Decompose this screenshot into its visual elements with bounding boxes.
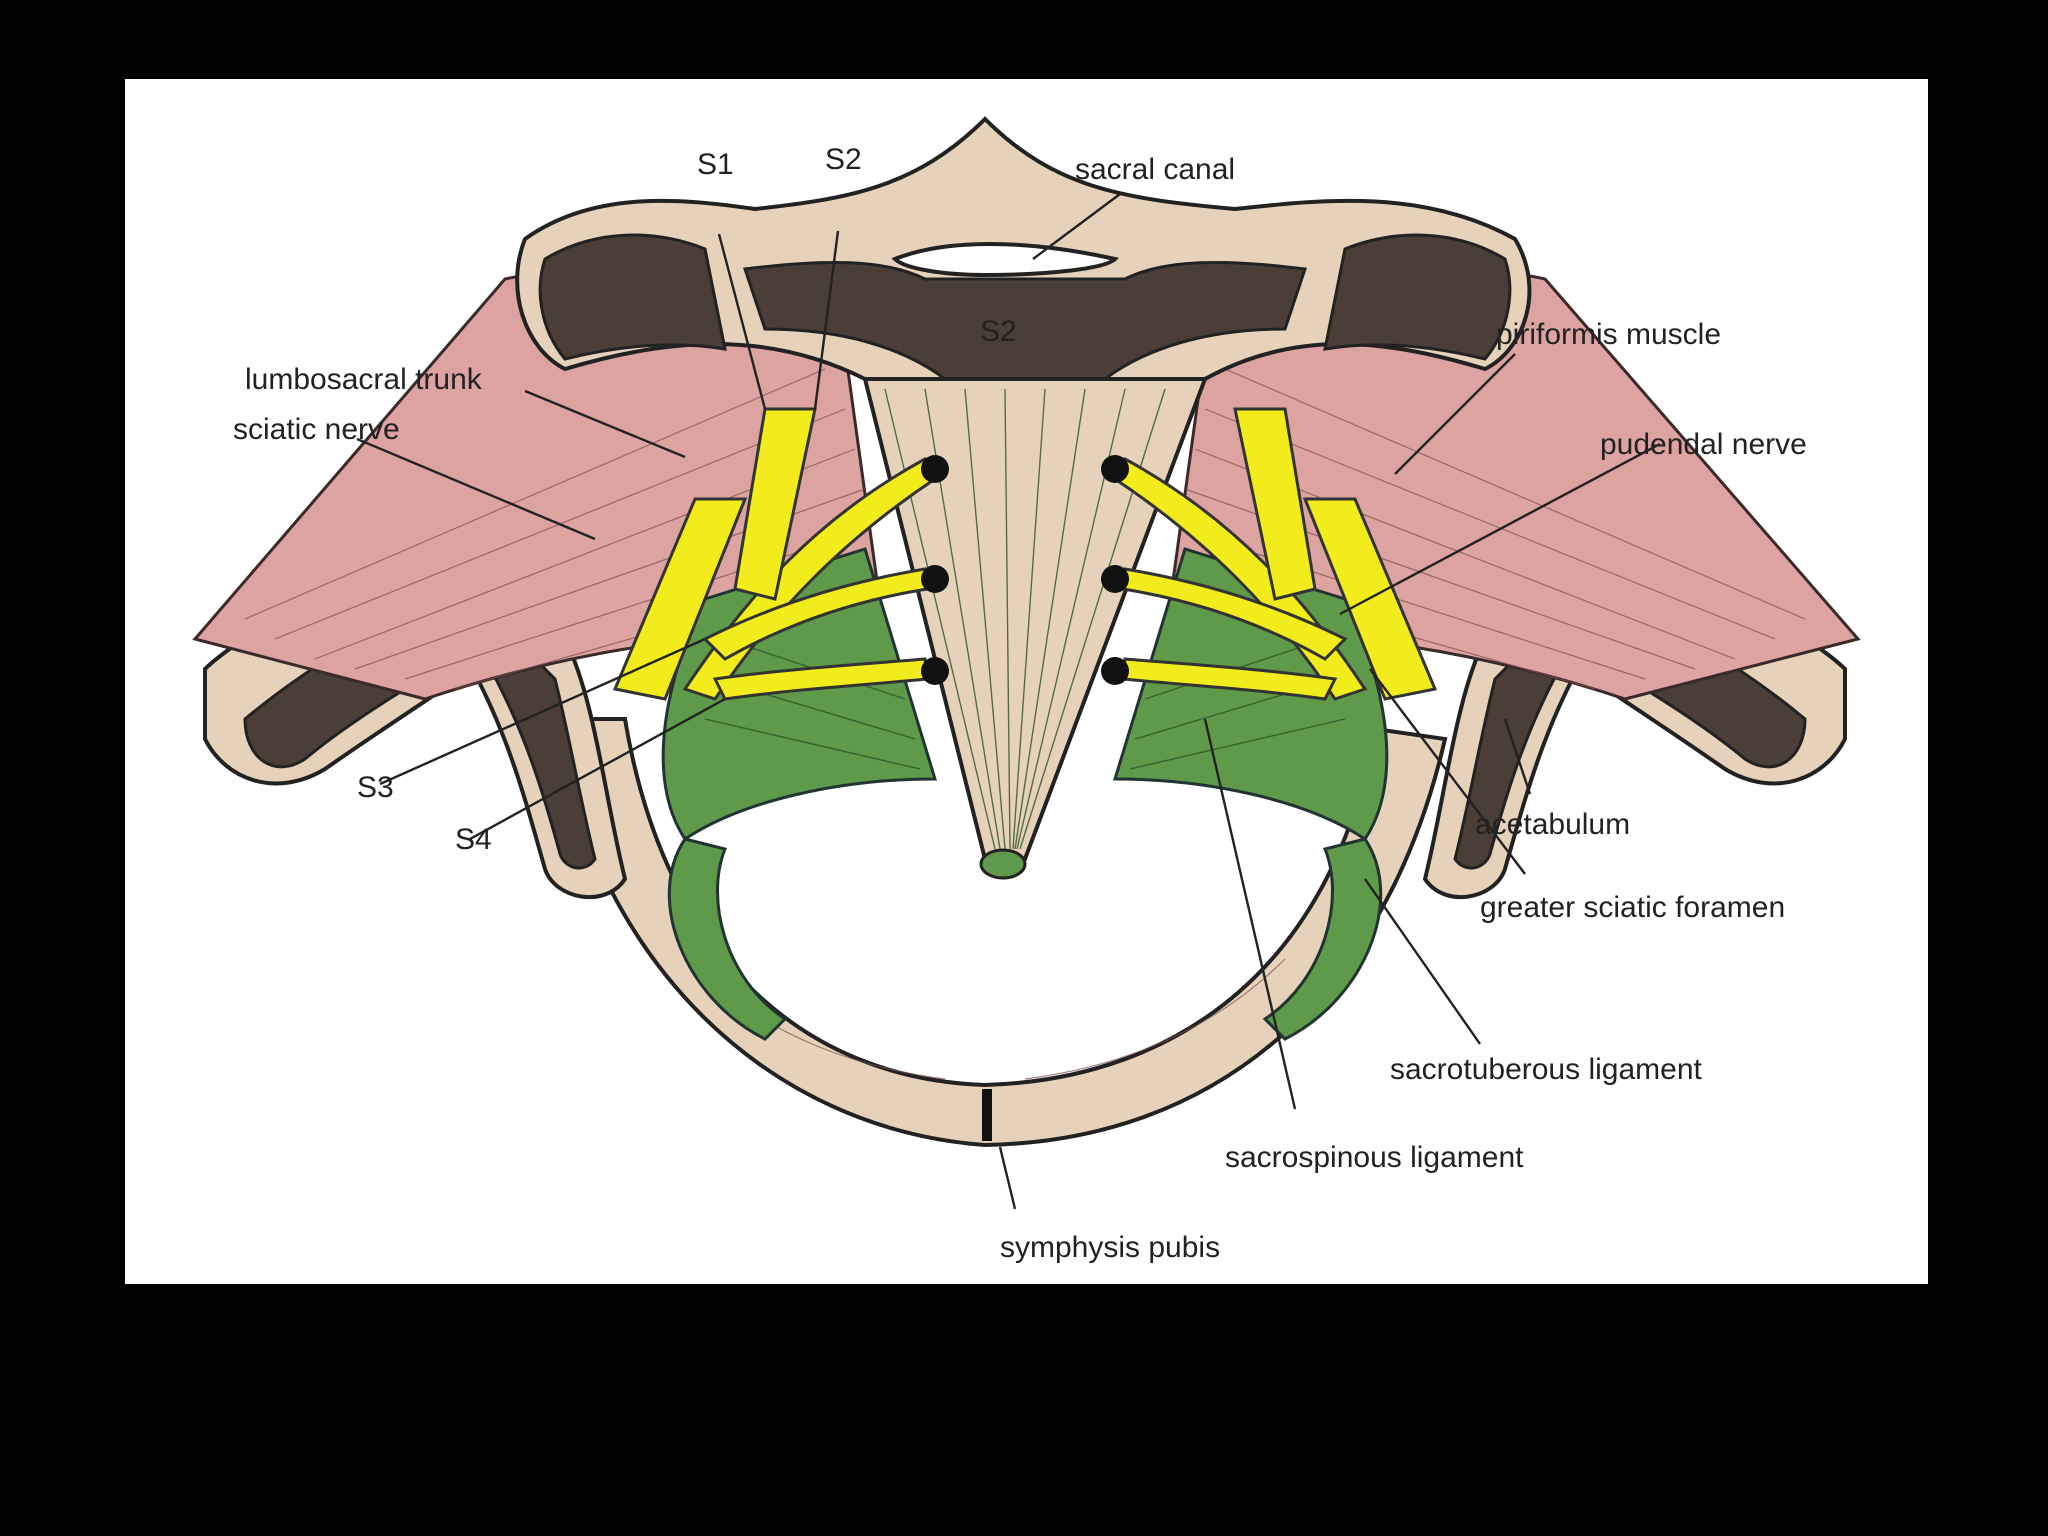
label-sacrospinous-ligament: sacrospinous ligament <box>1225 1141 1524 1174</box>
label-s2-top: S2 <box>825 143 862 176</box>
pelvis-cross-section-diagram: sacral canal S1 S2 S2 lumbosacral trunk … <box>192 116 1861 1264</box>
leader-lines <box>356 193 1661 1210</box>
sacrum <box>515 116 1532 880</box>
label-s3: S3 <box>357 771 394 804</box>
label-greater-sciatic-foramen: greater sciatic foramen <box>1480 891 1785 924</box>
label-acetabulum: acetabulum <box>1475 808 1630 841</box>
pelvic-ring <box>552 717 1448 1148</box>
label-s2-body: S2 <box>980 315 1017 348</box>
label-sciatic-nerve: sciatic nerve <box>233 413 400 446</box>
pelvis-diagram-panel: sacral canal S1 S2 S2 lumbosacral trunk … <box>125 79 1928 1284</box>
nerves <box>612 407 1438 701</box>
label-pudendal-nerve: pudendal nerve <box>1600 428 1807 461</box>
label-s4: S4 <box>455 823 492 856</box>
labels: sacral canal S1 S2 S2 lumbosacral trunk … <box>233 143 1807 1264</box>
label-sacrotuberous-ligament: sacrotuberous ligament <box>1390 1053 1703 1086</box>
ligaments <box>661 547 1389 1041</box>
label-piriformis-muscle: piriformis muscle <box>1496 318 1721 351</box>
label-symphysis-pubis: symphysis pubis <box>1000 1231 1220 1264</box>
label-lumbosacral-trunk: lumbosacral trunk <box>245 363 483 396</box>
label-sacral-canal: sacral canal <box>1075 153 1235 186</box>
label-s1: S1 <box>697 148 734 181</box>
